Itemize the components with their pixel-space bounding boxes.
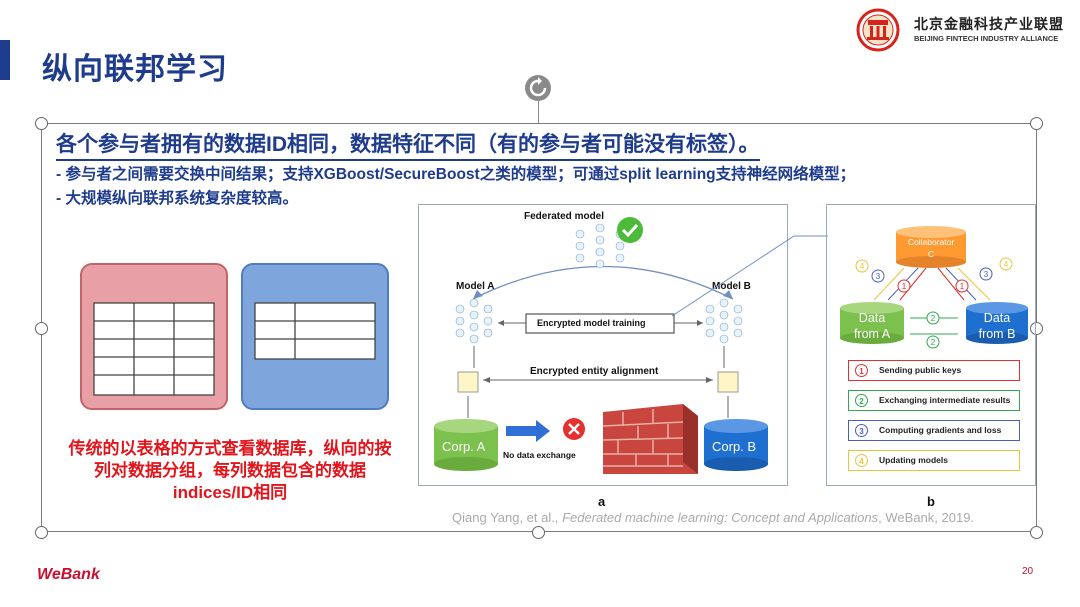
table-caption-line: 列对数据分组，每列数据包含的数据 (94, 461, 366, 480)
figure-connector (671, 235, 828, 317)
figure-b-diagram: 4 3 1 1 3 4 2 2 (840, 226, 1028, 349)
bullet-item: - 参与者之间需要交换中间结果；支持XGBoost/SecureBoost之类的… (56, 166, 856, 183)
resize-handle-top-right[interactable] (1030, 117, 1043, 130)
collaborator-label: Collaborator C (896, 236, 966, 260)
red-table-graphic (80, 263, 228, 410)
data-b-label: Data from B (966, 310, 1028, 342)
org-name-cn: 北京金融科技产业联盟 (914, 16, 1064, 32)
citation: Qiang Yang, et al., Federated machine le… (452, 510, 974, 525)
legend-number: 4 (855, 454, 868, 467)
legend-item: 1 Sending public keys (848, 360, 1020, 381)
webank-logo: WeBank (37, 566, 100, 583)
rotate-icon (529, 77, 547, 97)
entity-alignment-label: Encrypted entity alignment (530, 366, 659, 377)
collaborator-label-line: C (927, 249, 935, 259)
svg-text:4: 4 (860, 262, 865, 271)
corp-a-label: Corp. A (442, 439, 486, 454)
citation-authors: Qiang Yang, et al., (452, 510, 563, 525)
legend-item: 4 Updating models (848, 450, 1020, 471)
svg-text:3: 3 (984, 270, 989, 279)
legend-number: 2 (855, 394, 868, 407)
alliance-seal-icon (856, 8, 900, 52)
figure-b-label: b (927, 494, 935, 509)
rotate-stem (538, 100, 539, 123)
page-title: 纵向联邦学习 (42, 53, 228, 86)
table-caption-line: indices/ID相同 (172, 483, 288, 502)
svg-text:3: 3 (876, 272, 881, 281)
figure-b-panel (826, 204, 1036, 486)
legend-number: 3 (855, 424, 868, 437)
model-b-label: Model B (712, 281, 751, 292)
table-grid-icon (93, 302, 215, 396)
svg-text:2: 2 (931, 338, 936, 347)
data-a-label: Data from A (840, 310, 904, 342)
firewall-icon (602, 404, 698, 474)
svg-text:4: 4 (1004, 260, 1009, 269)
org-logo-block (854, 8, 1074, 52)
org-name-en: BEIJING FINTECH INDUSTRY ALLIANCE (914, 34, 1059, 43)
legend-text: Exchanging intermediate results (879, 395, 1011, 405)
resize-handle-left[interactable] (35, 322, 48, 335)
corp-b-label: Corp. B (712, 439, 757, 454)
figure-a-panel (418, 204, 788, 486)
data-a-label-line: from A (853, 327, 891, 341)
page-number: 20 (1022, 566, 1034, 577)
legend-item: 2 Exchanging intermediate results (848, 390, 1020, 411)
resize-handle-bottom-right[interactable] (1030, 526, 1043, 539)
encrypted-training-label: Encrypted model training (537, 318, 646, 328)
table-caption: 传统的以表格的方式查看数据库，纵向的按 列对数据分组，每列数据包含的数据 ind… (52, 438, 408, 504)
no-exchange-label: No data exchange (503, 450, 576, 460)
section-heading: 各个参与者拥有的数据ID相同，数据特征不同（有的参与者可能没有标签）。 (56, 128, 760, 161)
rotate-handle[interactable] (525, 75, 551, 101)
svg-text:2: 2 (931, 314, 936, 323)
resize-handle-top-left[interactable] (35, 117, 48, 130)
legend-number: 1 (855, 364, 868, 377)
figure-a-diagram (434, 217, 768, 474)
resize-handle-bottom[interactable] (532, 526, 545, 539)
legend-text: Computing gradients and loss (879, 425, 1002, 435)
data-b-label-line: from B (978, 327, 1016, 341)
checkmark-icon (617, 217, 643, 243)
blue-table-graphic (241, 263, 389, 410)
figure-a-label: a (598, 494, 606, 509)
citation-title: Federated machine learning: Concept and … (562, 510, 879, 525)
table-grid-icon (254, 302, 376, 360)
model-a-label: Model A (456, 281, 495, 292)
svg-text:1: 1 (902, 282, 907, 291)
table-caption-line: 传统的以表格的方式查看数据库，纵向的按 (68, 439, 392, 458)
federated-model-label: Federated model (524, 211, 605, 222)
bullet-item: - 大规模纵向联邦系统复杂度较高。 (56, 190, 298, 207)
resize-handle-bottom-left[interactable] (35, 526, 48, 539)
collaborator-label-line: Collaborator (907, 237, 955, 247)
data-b-label-line: Data (983, 311, 1011, 325)
legend-text: Updating models (879, 455, 948, 465)
legend-item: 3 Computing gradients and loss (848, 420, 1020, 441)
title-accent-bar (0, 40, 10, 80)
resize-handle-right[interactable] (1030, 322, 1043, 335)
svg-text:1: 1 (960, 282, 965, 291)
legend-text: Sending public keys (879, 365, 962, 375)
data-a-label-line: Data (858, 311, 886, 325)
citation-tail: , WeBank, 2019. (878, 510, 975, 525)
